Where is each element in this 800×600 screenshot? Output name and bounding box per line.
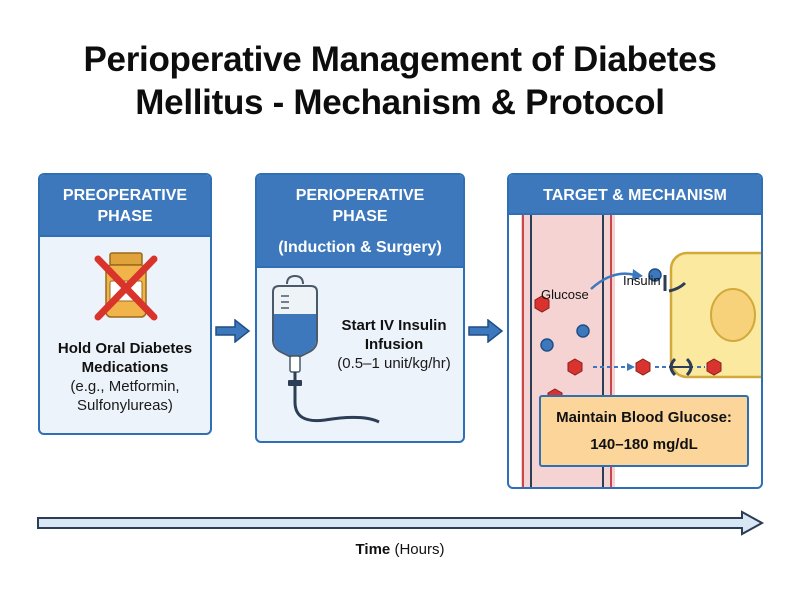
insulin-molecule [540,338,554,352]
perioperative-text-line-3: (0.5–1 unit/kg/hr) [337,355,451,372]
preoperative-header: PREOPERATIVE PHASE [40,175,210,237]
page-title: Perioperative Management of Diabetes Mel… [0,38,800,124]
preoperative-text-line-3: (e.g., Metformin, [70,378,180,395]
goal-line-1: Maintain Blood Glucose: [556,409,732,426]
perioperative-header-sub: (Induction & Surgery) [278,239,442,256]
iv-bag-icon [272,274,380,424]
preoperative-text-line-2: Medications [81,359,169,376]
preoperative-text-line-1: Hold Oral Diabetes [57,340,193,357]
glucose-molecule [567,358,583,376]
perioperative-panel: PERIOPERATIVE PHASE (Induction & Surgery… [255,173,465,443]
title-line-2: Mellitus - Mechanism & Protocol [135,83,665,122]
target-header-text: TARGET & MECHANISM [543,187,727,204]
preoperative-body: Hold Oral Diabetes Medications (e.g., Me… [40,237,210,433]
flow-arrow-1 [215,319,251,343]
crossed-out-pill-bottle-icon [94,252,158,321]
time-axis-label: Time (Hours) [0,541,800,558]
perioperative-header: PERIOPERATIVE PHASE (Induction & Surgery… [257,175,463,268]
glucose-target-box: Maintain Blood Glucose: 140–180 mg/dL [539,395,749,467]
preoperative-text-line-4: Sulfonylureas) [77,397,173,414]
target-body: Glucose Insulin Maintain Blood Glucose: … [509,215,761,487]
insulin-molecule [576,324,590,338]
perioperative-text-line-2: Infusion [364,336,424,353]
target-header: TARGET & MECHANISM [509,175,761,215]
time-axis-label-unit: (Hours) [390,541,445,558]
perioperative-text-line-1: Start IV Insulin [341,317,447,334]
glucose-molecule [534,295,550,313]
goal-line-2: 140–180 mg/dL [590,436,698,453]
cell-nucleus [710,288,756,342]
target-panel: TARGET & MECHANISM [507,173,763,489]
preoperative-panel: PREOPERATIVE PHASE Hold Oral Diabetes Me… [38,173,212,435]
perioperative-header-line-2: PHASE [332,208,388,225]
glucose-label: Glucose [541,287,589,302]
flow-arrow-2 [468,319,504,343]
preoperative-header-line-1: PREOPERATIVE [62,187,188,204]
glucose-molecule [706,358,722,376]
title-line-1: Perioperative Management of Diabetes [83,40,717,79]
preoperative-header-line-2: PHASE [97,208,153,225]
insulin-molecule [648,268,662,282]
time-axis-arrow [37,510,765,536]
glucose-molecule [635,358,651,376]
perioperative-body: Start IV Insulin Infusion (0.5–1 unit/kg… [257,268,463,441]
perioperative-header-line-1: PERIOPERATIVE [295,187,425,204]
time-axis-label-bold: Time [355,541,391,558]
insulin-label: Insulin [623,273,661,288]
